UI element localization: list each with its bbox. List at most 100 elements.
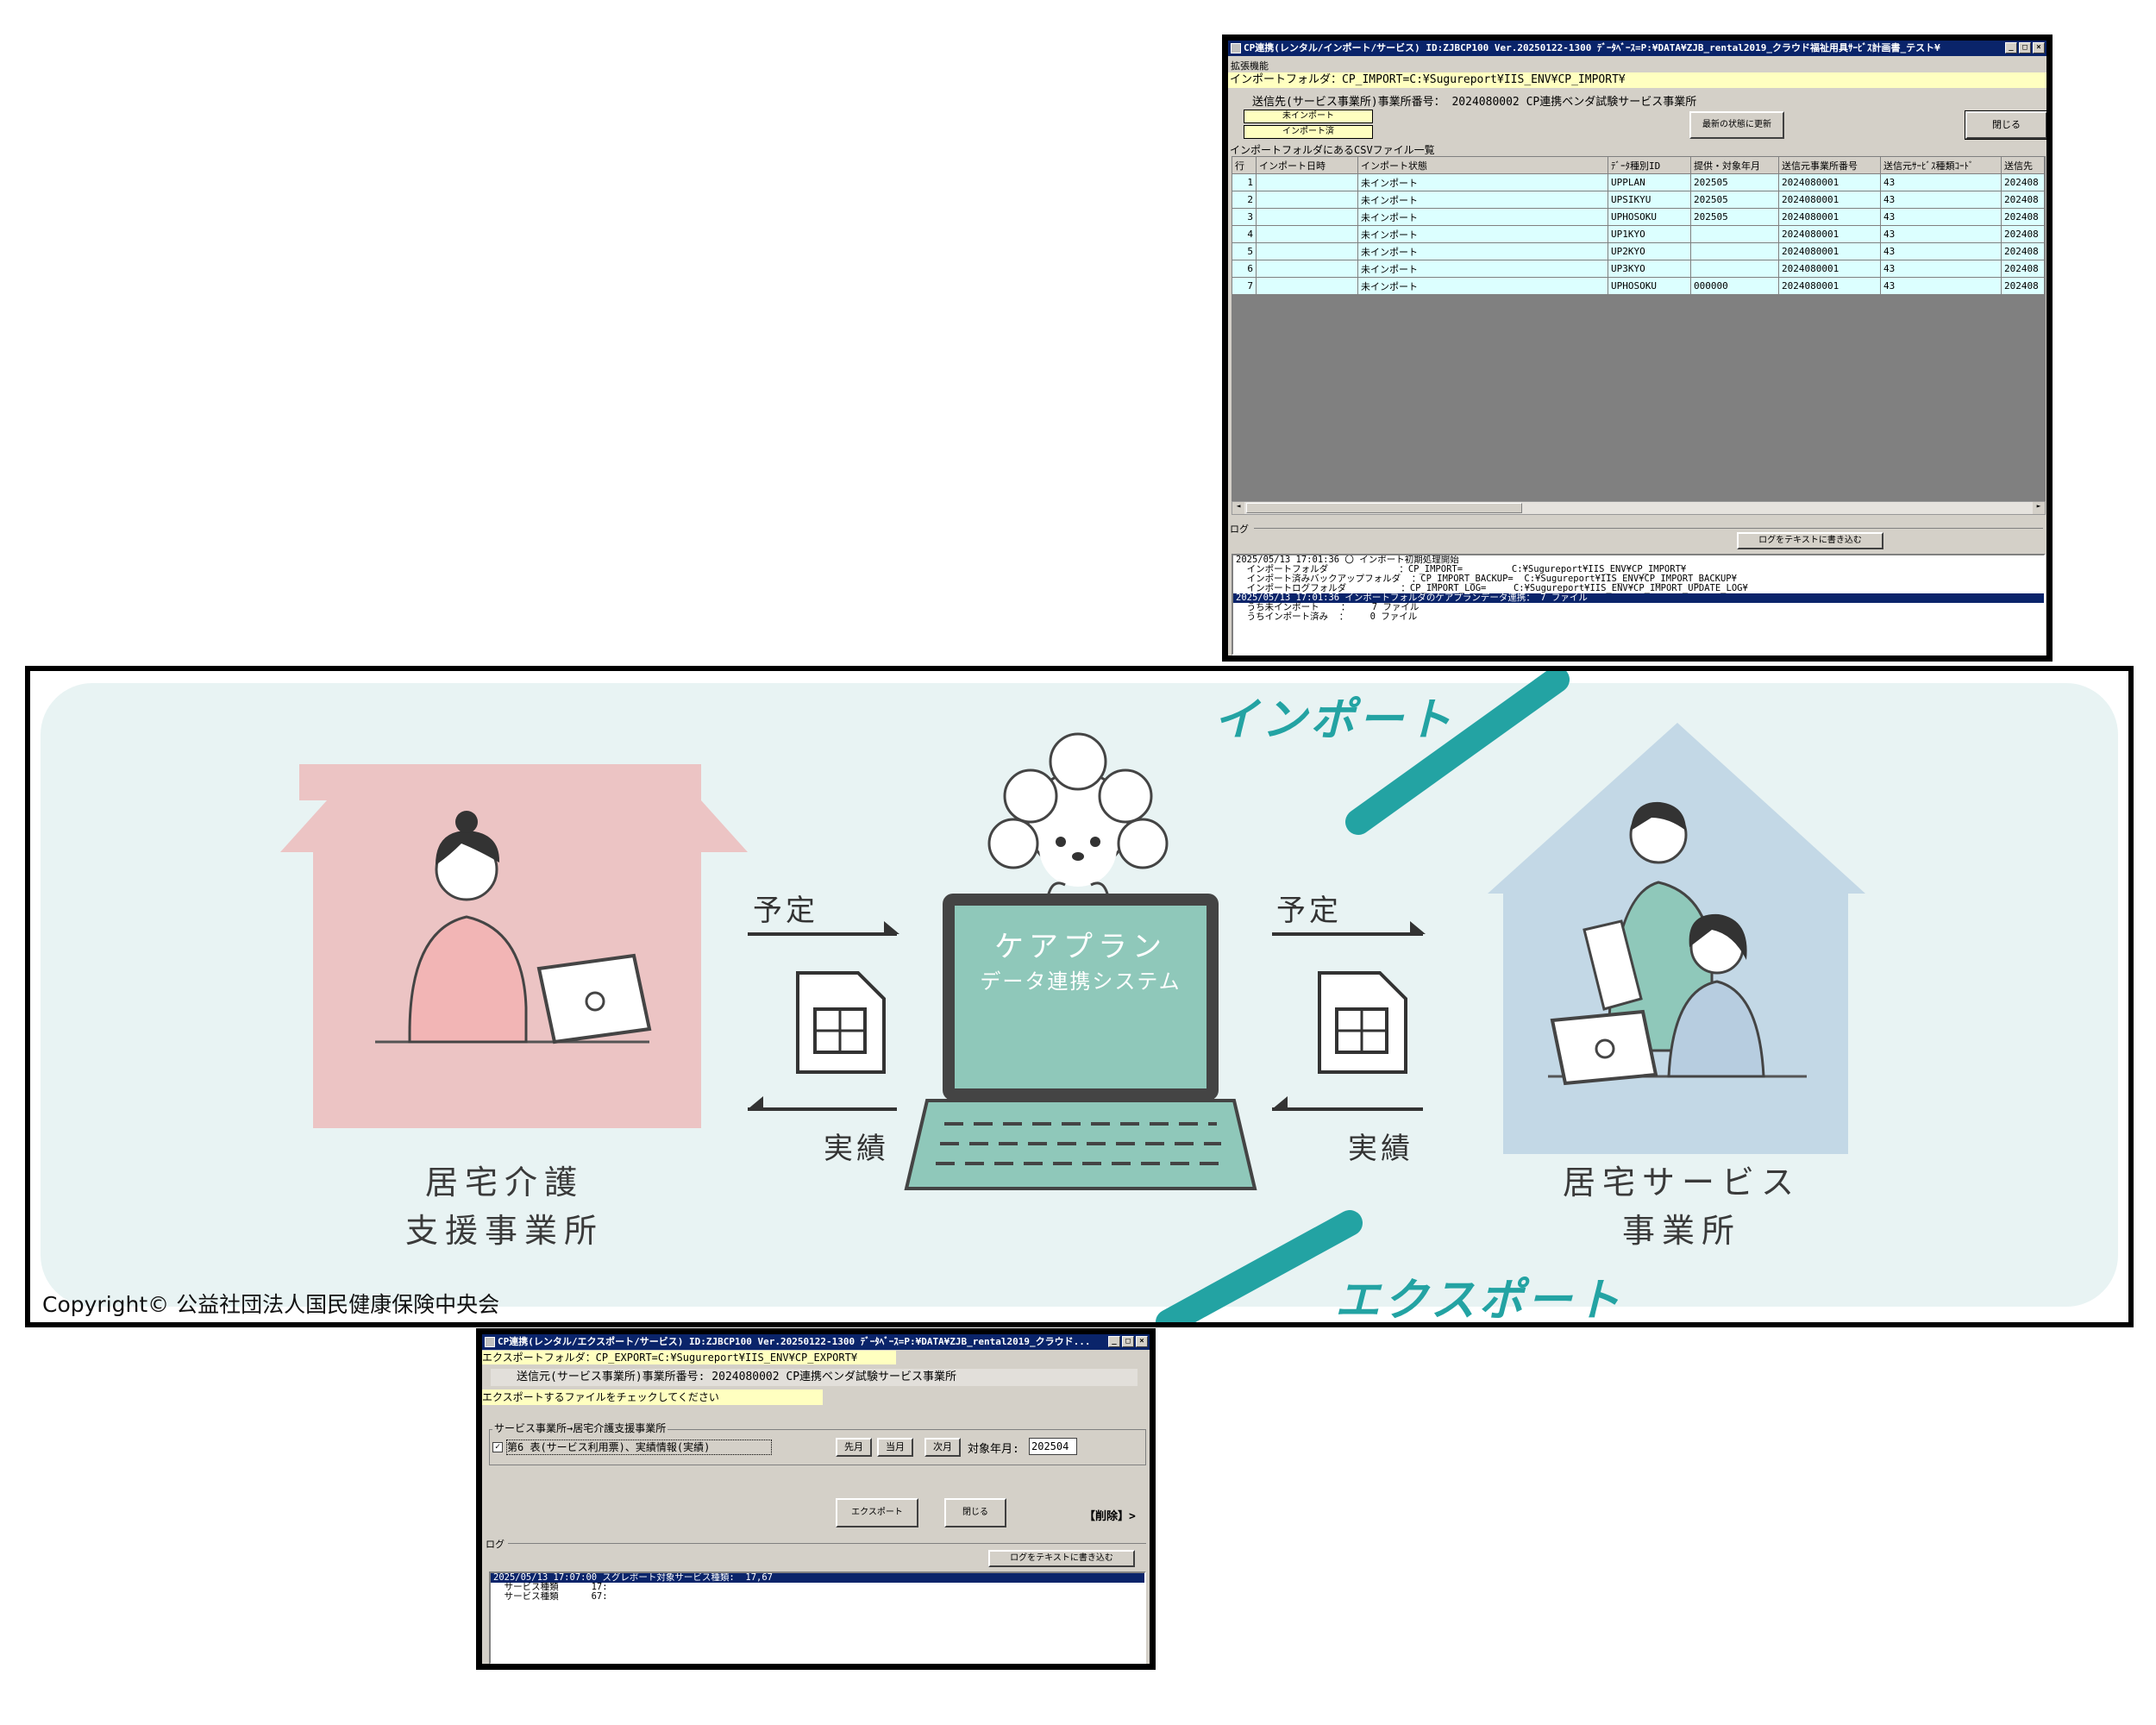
refresh-button[interactable]: 最新の状態に更新 <box>1689 111 1784 139</box>
table-cell[interactable]: 1 <box>1232 174 1257 191</box>
table-cell[interactable]: 2024080001 <box>1779 260 1881 278</box>
table-cell[interactable] <box>1691 243 1779 260</box>
next-month-button[interactable]: 次月 <box>924 1438 961 1457</box>
table-cell[interactable] <box>1691 226 1779 243</box>
table-cell[interactable]: UPHOSOKU <box>1608 209 1691 226</box>
export-close-button[interactable]: 閉じる <box>944 1498 1006 1527</box>
table-cell[interactable]: 43 <box>1881 278 2002 295</box>
table-cell[interactable]: 202408 <box>2002 260 2045 278</box>
table-cell[interactable]: 202408 <box>2002 191 2045 209</box>
table-cell[interactable]: 202408 <box>2002 278 2045 295</box>
table-cell[interactable]: 2024080001 <box>1779 209 1881 226</box>
table-cell[interactable]: 43 <box>1881 226 2002 243</box>
horizontal-scrollbar[interactable]: ◄ ► <box>1232 501 2046 515</box>
table-cell[interactable]: 2024080001 <box>1779 243 1881 260</box>
minimize-icon[interactable]: _ <box>1108 1336 1120 1347</box>
table-cell[interactable]: 2 <box>1232 191 1257 209</box>
import-log-box[interactable]: 2025/05/13 17:01:36 〇 インポート初期処理開始 インポートフ… <box>1232 554 2046 656</box>
export-button[interactable]: エクスポート <box>836 1498 918 1527</box>
table-cell[interactable]: 2024080001 <box>1779 226 1881 243</box>
col-header[interactable]: インポート状態 <box>1358 157 1608 174</box>
scroll-thumb[interactable] <box>1246 503 1522 513</box>
table-cell[interactable]: 3 <box>1232 209 1257 226</box>
col-header[interactable]: 送信元事業所番号 <box>1779 157 1881 174</box>
table-cell[interactable]: 202505 <box>1691 209 1779 226</box>
table-cell[interactable]: UP1KYO <box>1608 226 1691 243</box>
import-titlebar[interactable]: CP連携(レンタル/インポート/サービス) ID:ZJBCP100 Ver.20… <box>1228 41 2046 56</box>
prev-month-button[interactable]: 先月 <box>836 1438 872 1457</box>
table-cell[interactable]: 2024080001 <box>1779 174 1881 191</box>
export-titlebar[interactable]: CP連携(レンタル/エクスポート/サービス) ID:ZJBCP100 Ver.2… <box>482 1334 1150 1350</box>
table-cell[interactable]: UPSIKYU <box>1608 191 1691 209</box>
table-cell[interactable]: 202505 <box>1691 174 1779 191</box>
table-cell[interactable]: 4 <box>1232 226 1257 243</box>
export-log-write-button[interactable]: ログをテキストに書き込む <box>988 1550 1135 1567</box>
table-cell[interactable] <box>1691 260 1779 278</box>
table-cell[interactable]: 未インポート <box>1358 209 1608 226</box>
close-icon[interactable]: × <box>2033 42 2045 53</box>
table-cell[interactable] <box>1257 278 1358 295</box>
table-cell[interactable]: 未インポート <box>1358 226 1608 243</box>
export-check-label[interactable]: 第6 表(サービス利用票)、実績情報(実績) <box>506 1440 772 1455</box>
table-cell[interactable]: 6 <box>1232 260 1257 278</box>
table-cell[interactable]: 43 <box>1881 260 2002 278</box>
table-cell[interactable]: 43 <box>1881 209 2002 226</box>
delete-button[interactable]: 【削除】> <box>1084 1507 1136 1523</box>
maximize-icon[interactable]: □ <box>2019 42 2031 53</box>
table-cell[interactable]: 000000 <box>1691 278 1779 295</box>
table-cell[interactable]: 2024080001 <box>1779 191 1881 209</box>
table-cell[interactable]: 202408 <box>2002 174 2045 191</box>
export-arrow <box>1169 1223 1350 1322</box>
table-cell[interactable]: 202408 <box>2002 243 2045 260</box>
table-cell[interactable]: 202505 <box>1691 191 1779 209</box>
col-header[interactable]: 提供・対象年月 <box>1691 157 1779 174</box>
menu-extended[interactable]: 拡張機能 <box>1231 59 1269 72</box>
table-cell[interactable] <box>1257 191 1358 209</box>
table-cell[interactable]: 5 <box>1232 243 1257 260</box>
import-log-write-button[interactable]: ログをテキストに書き込む <box>1737 532 1883 549</box>
table-cell[interactable]: 未インポート <box>1358 260 1608 278</box>
minimize-icon[interactable]: _ <box>2005 42 2017 53</box>
target-month-input[interactable]: 202504 <box>1029 1438 1077 1455</box>
import-close-button[interactable]: 閉じる <box>1965 111 2047 139</box>
table-cell[interactable]: 43 <box>1881 174 2002 191</box>
table-cell[interactable]: 2024080001 <box>1779 278 1881 295</box>
table-cell[interactable] <box>1257 174 1358 191</box>
scroll-right-icon[interactable]: ► <box>2033 502 2045 514</box>
table-cell[interactable]: 7 <box>1232 278 1257 295</box>
table-cell[interactable] <box>1257 260 1358 278</box>
table-cell[interactable] <box>1257 243 1358 260</box>
close-icon[interactable]: × <box>1136 1336 1148 1347</box>
table-cell[interactable]: 43 <box>1881 191 2002 209</box>
table-cell[interactable]: 未インポート <box>1358 278 1608 295</box>
table-cell[interactable]: 43 <box>1881 243 2002 260</box>
table-cell[interactable]: UP2KYO <box>1608 243 1691 260</box>
table-cell[interactable]: 202408 <box>2002 226 2045 243</box>
table-cell[interactable]: UP3KYO <box>1608 260 1691 278</box>
table-cell[interactable]: UPHOSOKU <box>1608 278 1691 295</box>
col-header[interactable]: 送信元ｻｰﾋﾞｽ種類ｺｰﾄﾞ <box>1881 157 2002 174</box>
col-header[interactable]: インポート日時 <box>1257 157 1358 174</box>
scroll-left-icon[interactable]: ◄ <box>1232 502 1244 514</box>
table-cell[interactable] <box>1257 209 1358 226</box>
export-log-box[interactable]: 2025/05/13 17:07:00 スグレポート対象サービス種類: 17,6… <box>489 1571 1146 1665</box>
this-month-button[interactable]: 当月 <box>877 1438 913 1457</box>
col-header[interactable]: 送信先 <box>2002 157 2045 174</box>
table-cell[interactable] <box>1257 226 1358 243</box>
table-cell[interactable]: 未インポート <box>1358 191 1608 209</box>
export-checkbox[interactable]: ✓ <box>492 1442 503 1452</box>
table-cell[interactable]: 202408 <box>2002 209 2045 226</box>
maximize-icon[interactable]: □ <box>1122 1336 1134 1347</box>
table-cell[interactable]: 未インポート <box>1358 174 1608 191</box>
table-cell[interactable]: UPPLAN <box>1608 174 1691 191</box>
table-cell[interactable]: 未インポート <box>1358 243 1608 260</box>
col-header[interactable]: 行 <box>1232 157 1257 174</box>
col-header[interactable]: ﾃﾞｰﾀ種別ID <box>1608 157 1691 174</box>
